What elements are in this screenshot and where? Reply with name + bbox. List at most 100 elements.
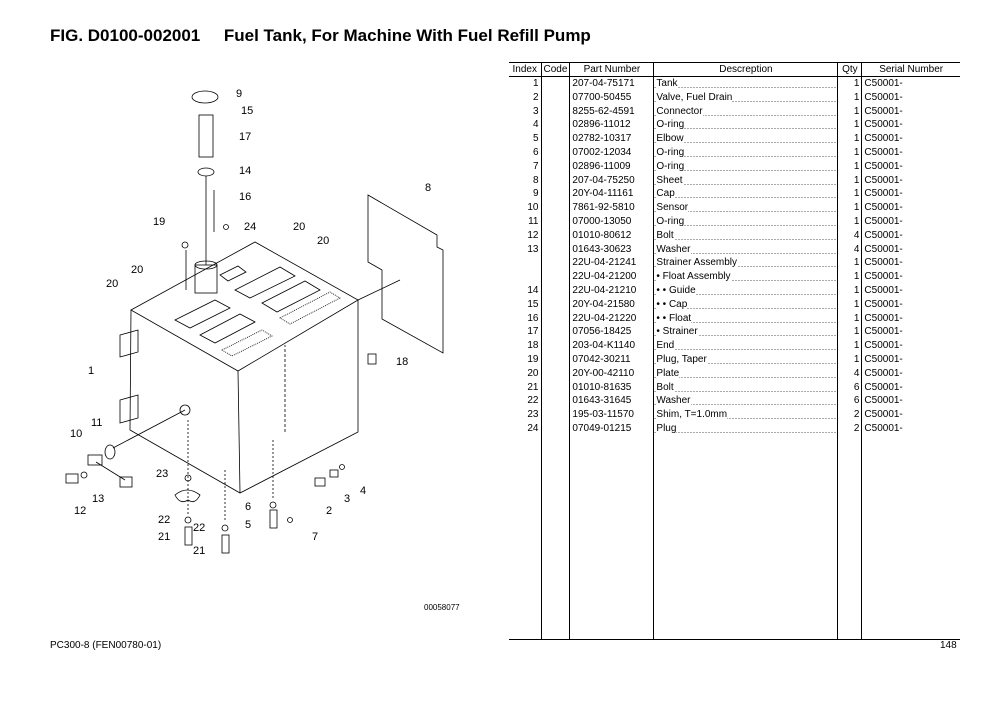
serial-number-cell: C50001- [861, 380, 960, 395]
callout-label: 9 [236, 88, 242, 100]
qty-cell: 2 [837, 421, 862, 436]
col-serial-number: Serial Number [861, 62, 960, 77]
code-cell [540, 201, 570, 215]
description-cell: Shim, T=1.0mm [653, 408, 838, 422]
code-cell [540, 421, 570, 436]
part-number-cell: 01010-80612 [569, 228, 654, 243]
parts-table: Index Code Part Number Descreption Qty S… [509, 62, 960, 640]
col-code: Code [540, 62, 570, 77]
qty-cell: 1 [837, 325, 862, 340]
qty-cell: 1 [837, 76, 862, 91]
description-cell: • • Float [653, 311, 838, 326]
part-number-cell: 22U-04-21210 [569, 283, 654, 298]
empty-cell [569, 435, 654, 640]
code-cell [540, 270, 570, 284]
description-text: Bolt [656, 229, 674, 241]
index-cell [509, 270, 541, 284]
callout-label: 20 [317, 235, 329, 247]
description-text: Washer [656, 243, 691, 255]
callout-label: 20 [106, 278, 118, 290]
description-cell: O-ring [653, 118, 838, 133]
description-text: Plug [656, 422, 677, 434]
code-cell [540, 352, 570, 367]
description-text: Cap [656, 188, 675, 200]
qty-cell: 1 [837, 201, 862, 215]
qty-cell: 1 [837, 173, 862, 188]
serial-number-cell: C50001- [861, 297, 960, 312]
description-text: Sheet [656, 174, 683, 186]
description-cell: Strainer Assembly [653, 256, 838, 271]
callout-label: 10 [70, 428, 82, 440]
part-number-cell: 02782-10317 [569, 132, 654, 146]
callout-label: 12 [74, 505, 86, 517]
callout-label: 13 [92, 493, 104, 505]
description-cell: Tank [653, 76, 838, 91]
description-text: Shim, T=1.0mm [656, 409, 728, 421]
code-cell [540, 242, 570, 257]
code-cell [540, 297, 570, 312]
part-number-cell: 207-04-75250 [569, 173, 654, 188]
description-text: Washer [656, 395, 691, 407]
code-cell [540, 132, 570, 146]
serial-number-cell: C50001- [861, 187, 960, 202]
code-cell [540, 104, 570, 119]
description-text: Elbow [656, 133, 684, 145]
index-cell: 5 [532, 133, 539, 145]
serial-number-cell: C50001- [861, 352, 960, 367]
part-number-cell: 07049-01215 [569, 421, 654, 436]
description-cell: • • Guide [653, 283, 838, 298]
description-text: • • Float [656, 312, 692, 324]
tank-drawing [65, 90, 444, 554]
index-cell: 24 [527, 422, 539, 434]
serial-number-cell: C50001- [861, 256, 960, 271]
serial-number-cell: C50001- [861, 366, 960, 381]
qty-cell: 1 [837, 159, 862, 174]
part-number-cell: 8255-62-4591 [569, 104, 654, 119]
qty-cell: 1 [837, 339, 862, 353]
qty-cell: 1 [837, 187, 862, 202]
callout-label: 2 [326, 505, 332, 517]
code-cell [540, 214, 570, 229]
serial-number-cell: C50001- [861, 283, 960, 298]
table-filler [509, 435, 960, 640]
qty-cell: 4 [837, 242, 862, 257]
part-number-cell: 20Y-04-21580 [569, 297, 654, 312]
index-cell: 13 [527, 243, 539, 255]
description-text: Bolt [656, 381, 674, 393]
qty-cell: 4 [837, 228, 862, 243]
description-cell: Washer [653, 242, 838, 257]
qty-cell: 1 [837, 90, 862, 105]
qty-cell: 1 [837, 132, 862, 146]
part-number-cell: 01010-81635 [569, 380, 654, 395]
col-index: Index [509, 62, 541, 77]
qty-cell: 1 [837, 118, 862, 133]
index-cell: 18 [527, 340, 539, 352]
part-number-cell: 07002-12034 [569, 145, 654, 160]
table-header: Index Code Part Number Descreption Qty S… [509, 62, 960, 77]
code-cell [540, 325, 570, 340]
serial-number-cell: C50001- [861, 394, 960, 409]
description-text: • • Guide [656, 284, 696, 296]
callout-label: 23 [156, 468, 168, 480]
serial-number-cell: C50001- [861, 270, 960, 284]
callout-label: 21 [158, 531, 170, 543]
index-cell: 10 [527, 202, 539, 214]
qty-cell: 1 [837, 283, 862, 298]
description-text: O-ring [656, 215, 685, 227]
empty-cell [540, 435, 570, 640]
serial-number-cell: C50001- [861, 90, 960, 105]
description-text: Sensor [656, 202, 689, 214]
description-cell: Connector [653, 104, 838, 119]
description-text: O-ring [656, 160, 685, 172]
callout-label: 20 [131, 264, 143, 276]
